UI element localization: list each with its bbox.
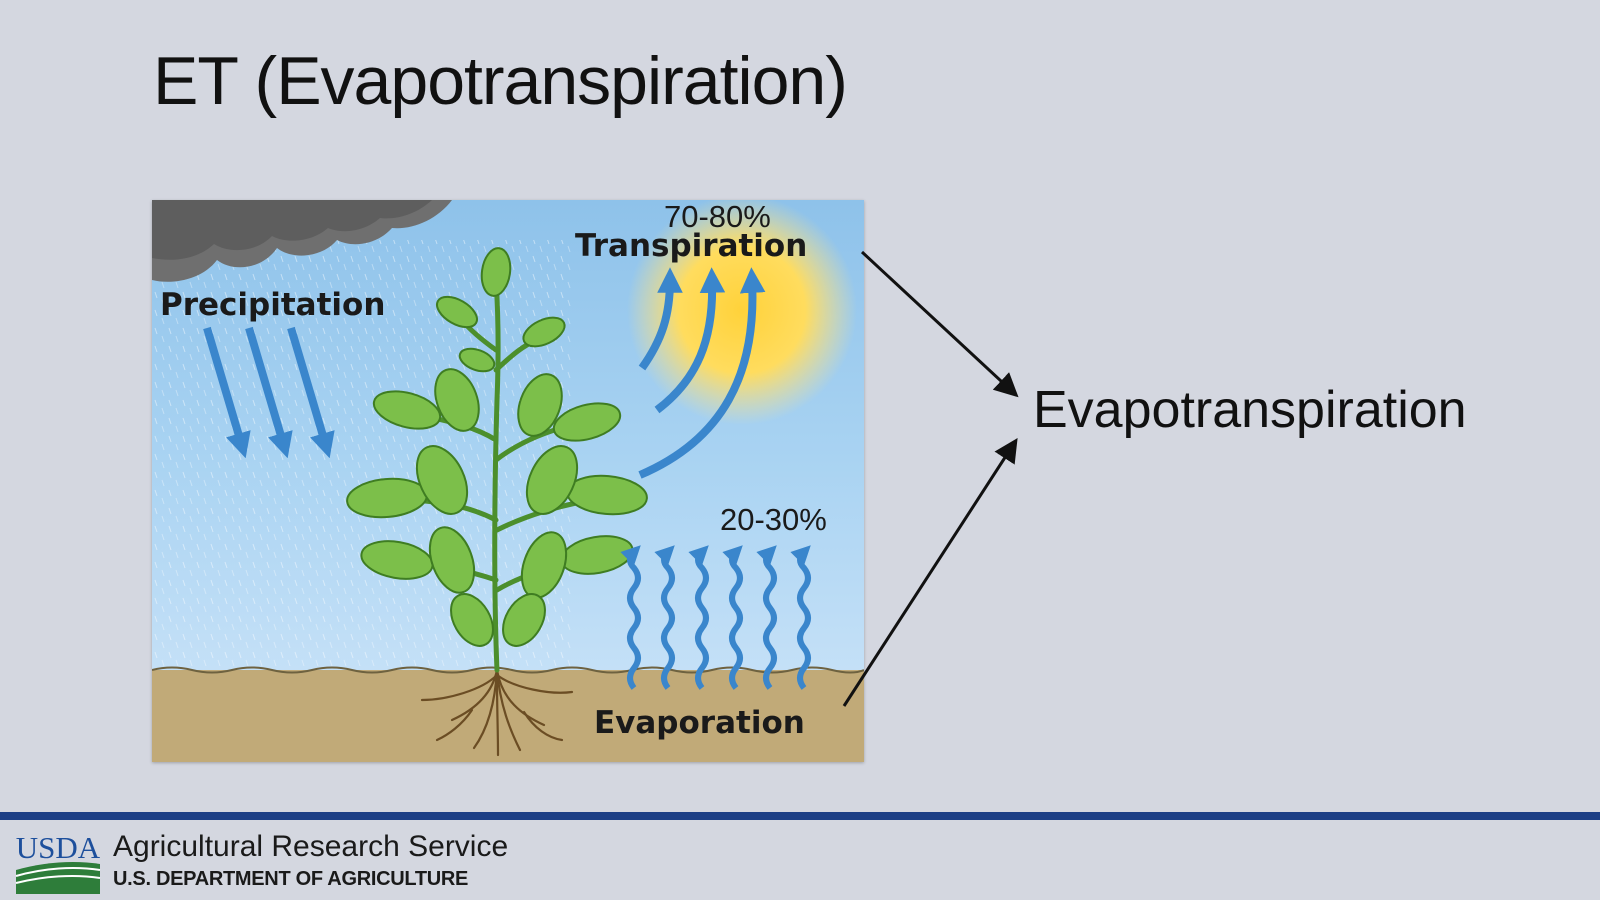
transpiration-arrows [638, 267, 766, 479]
transpiration-percent: 70-80% [664, 200, 771, 234]
department-name: U.S. DEPARTMENT OF AGRICULTURE [113, 868, 469, 890]
plant-leaves [346, 247, 648, 647]
evaporation-percent: 20-30% [720, 502, 827, 537]
transpiration-connector-arrow [860, 250, 1019, 398]
evaporation-arrows [620, 545, 811, 690]
cloud-icon [152, 200, 452, 282]
diagram-illustration: Precipitation Transpiration 70-80% 20-30… [151, 195, 865, 762]
footer: USDA Agricultural Research Service U.S. … [0, 820, 1600, 900]
slide-title: ET (Evapotranspiration) [153, 43, 848, 119]
evaporation-label: Evaporation [594, 705, 805, 741]
soil [151, 666, 865, 762]
evapotranspiration-diagram: Precipitation Transpiration 70-80% 20-30… [151, 195, 865, 762]
sun-icon [627, 195, 857, 425]
agency-name: Agricultural Research Service [113, 830, 509, 863]
evapotranspiration-result-label: Evapotranspiration [1033, 381, 1467, 439]
usda-logo-text: USDA [16, 830, 101, 865]
evaporation-connector-arrow [842, 437, 1018, 707]
footer-divider [0, 812, 1600, 820]
plant-roots [420, 668, 574, 757]
transpiration-label: Transpiration [575, 228, 807, 264]
precipitation-label: Precipitation [160, 287, 385, 323]
usda-logo: USDA [15, 830, 101, 894]
precipitation-arrows [203, 326, 335, 459]
